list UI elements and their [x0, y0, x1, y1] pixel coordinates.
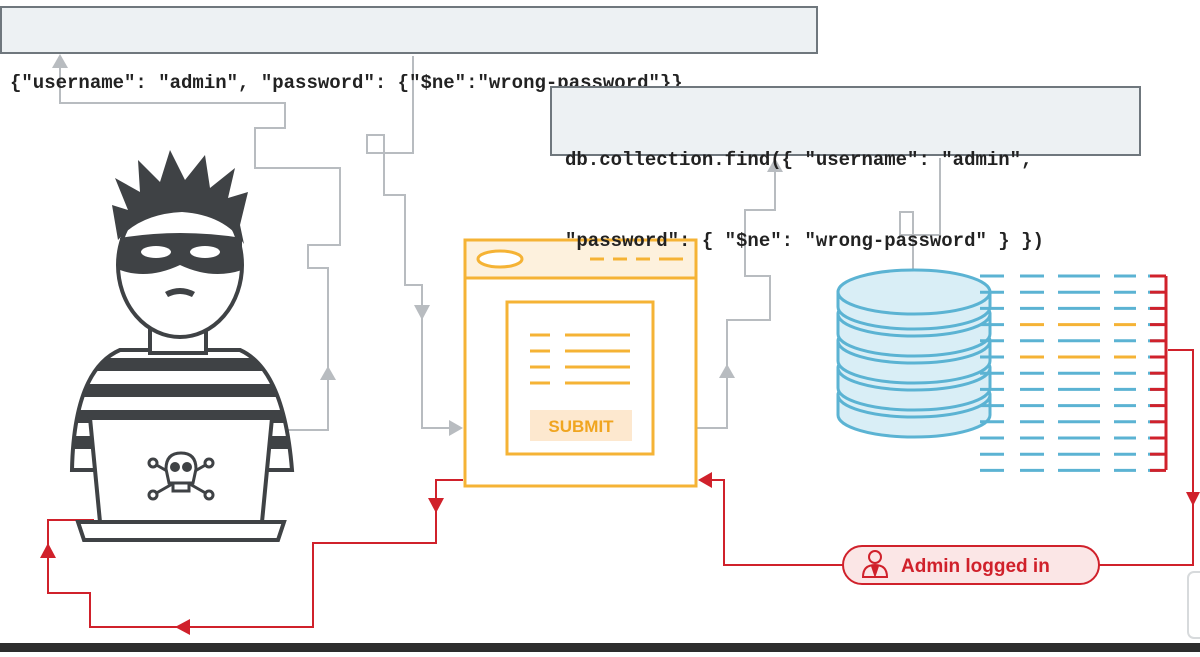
arrow-up-payload — [52, 54, 68, 68]
attacker-mask — [120, 233, 242, 274]
query-code-box: db.collection.find({ "username": "admin"… — [550, 86, 1141, 252]
arrow-down-form — [414, 305, 430, 320]
laptop-base — [75, 520, 287, 542]
arrow-up-query — [767, 158, 783, 172]
red-arrow-down-db — [1186, 492, 1200, 506]
flow-db-to-badge — [1098, 349, 1194, 566]
db-records — [980, 274, 1160, 472]
db-result-bracket — [1150, 274, 1168, 472]
payload-code: {"username": "admin", "password": {"$ne"… — [10, 72, 683, 94]
database-icon — [836, 268, 992, 439]
flow-payload-to-form — [366, 56, 458, 429]
attacker-figure — [69, 150, 295, 542]
payload-code-box: {"username": "admin", "password": {"$ne"… — [0, 6, 818, 94]
admin-logged-in-badge: Admin logged in — [842, 545, 1100, 585]
flow-badge-to-form — [712, 479, 845, 566]
submit-button-label: SUBMIT — [548, 417, 614, 436]
arrow-up-laptop — [320, 366, 336, 380]
flow-query-to-db — [899, 158, 941, 288]
red-arrowheads — [40, 472, 1200, 635]
bottom-bar — [0, 643, 1200, 652]
user-icon — [861, 550, 889, 579]
red-arrow-left-form — [698, 472, 712, 488]
red-arrow-down-left — [428, 498, 444, 513]
arrow-right-form — [449, 420, 463, 436]
form-fields — [530, 333, 630, 385]
attacker-mustache — [165, 288, 195, 297]
query-line-1: db.collection.find({ "username": "admin"… — [565, 149, 1033, 171]
corner-widget — [1187, 571, 1200, 639]
admin-logged-in-label: Admin logged in — [901, 556, 1050, 577]
browser-url-pill — [476, 249, 524, 269]
flow-form-to-query — [696, 165, 776, 429]
query-line-2: "password": { "$ne": "wrong-password" } … — [565, 230, 1044, 252]
flow-attacker-to-payload — [59, 60, 341, 431]
red-arrow-up-left — [40, 543, 56, 558]
arrow-up-form-right — [719, 364, 735, 378]
browser-window: SUBMIT — [463, 238, 698, 488]
red-arrow-left-bottom — [175, 619, 190, 635]
submit-button[interactable]: SUBMIT — [530, 410, 632, 441]
skull-icon — [147, 451, 215, 501]
attacker-hair — [112, 150, 248, 244]
